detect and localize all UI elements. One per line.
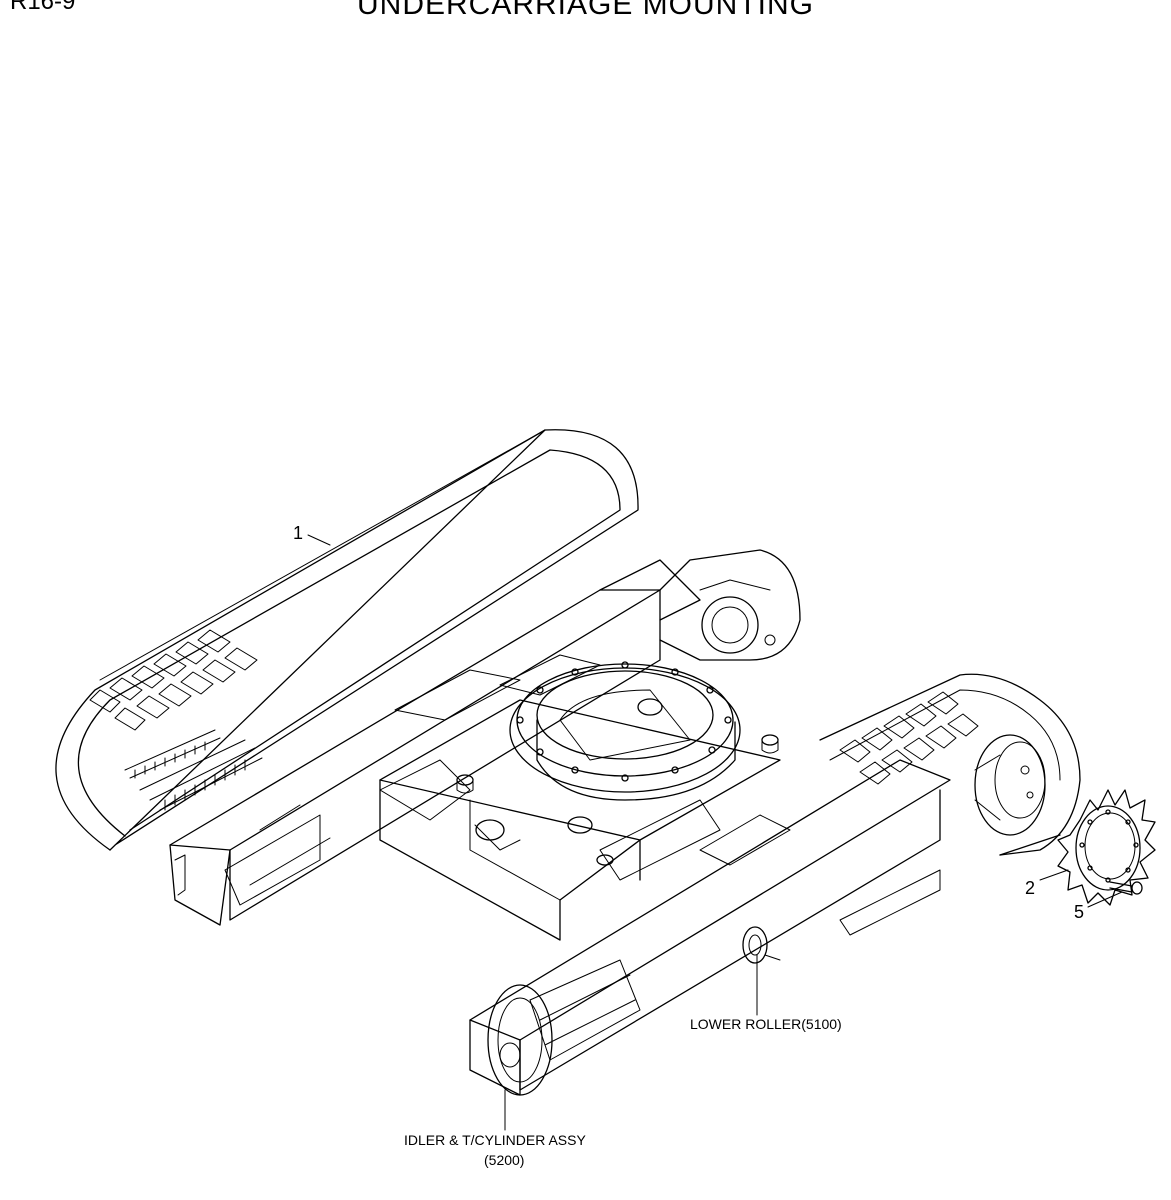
label-idler-line1: IDLER & T/CYLINDER ASSY bbox=[404, 1132, 586, 1148]
left-track-frame bbox=[169, 549, 801, 926]
callout-2: 2 bbox=[1025, 878, 1036, 898]
label-lower-roller: LOWER ROLLER(5100) bbox=[690, 1016, 842, 1032]
center-frame bbox=[379, 661, 781, 941]
sprocket bbox=[999, 789, 1156, 906]
callout-1: 1 bbox=[293, 523, 304, 543]
label-idler-line2: (5200) bbox=[484, 1152, 525, 1168]
right-track-frame bbox=[469, 759, 951, 1096]
right-track bbox=[819, 673, 1081, 856]
leader-lines bbox=[307, 534, 1123, 1131]
model-number: R16-9 bbox=[10, 0, 76, 15]
diagram-title: UNDERCARRIAGE MOUNTING bbox=[356, 0, 814, 21]
bolt bbox=[1109, 881, 1143, 895]
callout-5: 5 bbox=[1074, 902, 1085, 922]
left-track bbox=[55, 429, 639, 851]
